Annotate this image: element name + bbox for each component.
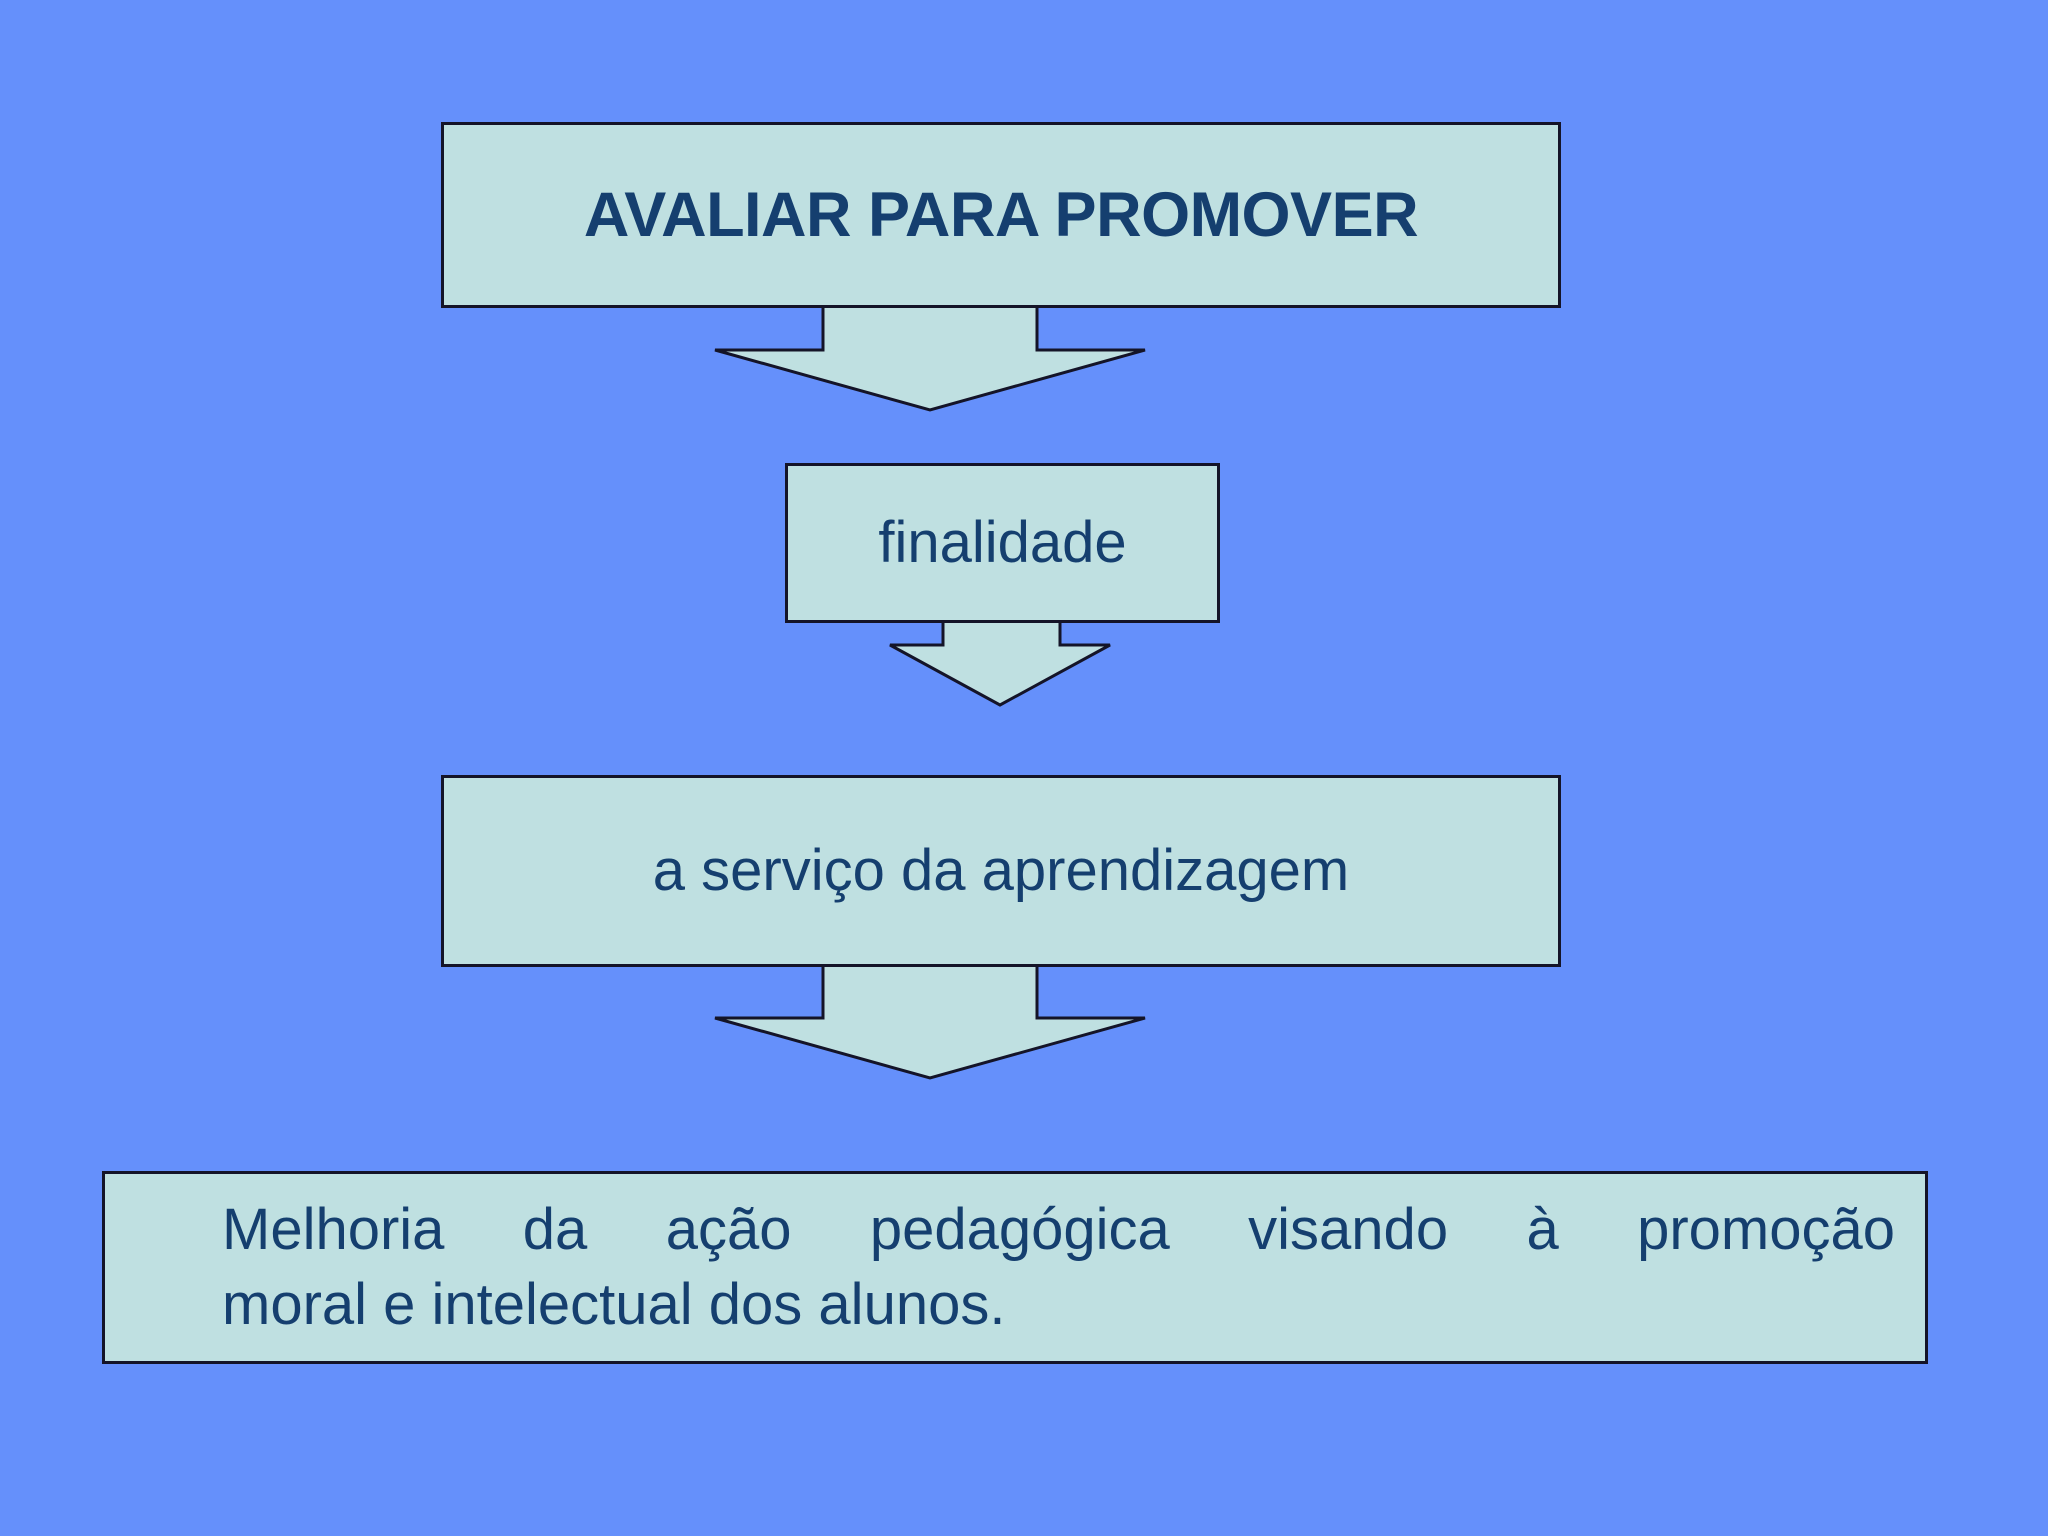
node-title-avaliar-para-promover: AVALIAR PARA PROMOVER (441, 122, 1561, 308)
down-arrow-icon-servico-to-melhoria (705, 956, 1155, 1083)
node-melhoria-line-2: moral e intelectual dos alunos. (222, 1271, 1006, 1337)
node-servico-label: a serviço da aprendizagem (652, 837, 1350, 903)
node-melhoria-label: Melhoria da ação pedagógica visando à pr… (138, 1193, 1895, 1341)
node-melhoria-da-acao-pedagogica: Melhoria da ação pedagógica visando à pr… (102, 1171, 1928, 1364)
node-finalidade-label: finalidade (878, 509, 1127, 575)
down-arrow-icon-title-to-finalidade (705, 288, 1155, 415)
node-title-label: AVALIAR PARA PROMOVER (583, 179, 1419, 250)
node-a-servico-da-aprendizagem: a serviço da aprendizagem (441, 775, 1561, 967)
node-melhoria-line-1: Melhoria da ação pedagógica visando à pr… (222, 1197, 1895, 1263)
node-finalidade: finalidade (785, 463, 1220, 623)
